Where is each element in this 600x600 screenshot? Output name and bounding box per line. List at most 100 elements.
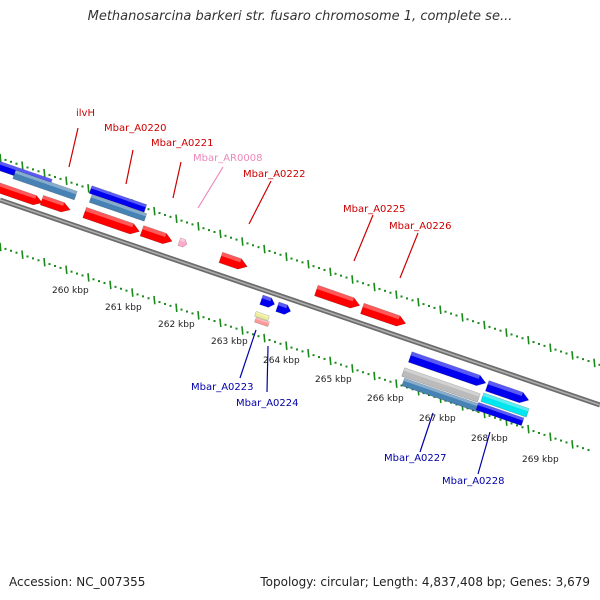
upper-tick-row-minor-tick — [466, 318, 469, 321]
feature-label-mbar-a0226[interactable]: Mbar_A0226 — [389, 221, 452, 232]
accession-text: Accession: NC_007355 — [9, 575, 146, 589]
mbar-a0220-strand-box[interactable] — [88, 194, 148, 222]
lower-tick-row-minor-tick — [10, 249, 12, 252]
lower-tick-row-minor-tick — [334, 361, 337, 364]
upper-tick-row-minor-tick — [257, 246, 260, 249]
upper-tick-row-minor-tick — [598, 363, 600, 366]
upper-tick-row-minor-tick — [384, 289, 386, 292]
lower-tick-row-minor-tick — [147, 297, 150, 300]
lower-tick-row-minor-tick — [400, 384, 403, 387]
upper-tick-row-major-tick — [153, 206, 156, 216]
feature-label-mbar-a0222[interactable]: Mbar_A0222 — [243, 169, 306, 180]
mbar-a0228-box[interactable] — [480, 392, 530, 418]
lower-tick-row-minor-tick — [257, 335, 260, 338]
upper-tick-row-minor-tick — [433, 306, 436, 309]
lower-tick-row-minor-tick — [274, 340, 276, 343]
upper-tick-row-major-tick — [197, 222, 200, 231]
mbar-a0224b-box[interactable] — [254, 316, 270, 328]
mbar-a0227-strand-box[interactable] — [401, 377, 481, 413]
upper-tick-row-minor-tick — [450, 312, 452, 315]
lower-tick-row-minor-tick — [384, 378, 386, 381]
leader-line — [477, 431, 491, 475]
upper-tick-row-minor-tick — [279, 253, 282, 256]
feature-label-mbar-a0227[interactable]: Mbar_A0227 — [384, 453, 447, 464]
upper-tick-row-minor-tick — [516, 335, 518, 338]
lower-tick-row-minor-tick — [37, 259, 40, 262]
upper-tick-row-minor-tick — [76, 183, 78, 186]
upper-tick-row-minor-tick — [488, 325, 491, 328]
mbar-a0221-box[interactable] — [82, 206, 141, 236]
feature-label-mbar-a0221[interactable]: Mbar_A0221 — [151, 138, 214, 149]
mbar-a0228-strand-box[interactable] — [475, 402, 525, 426]
lower-tick-row-minor-tick — [576, 445, 579, 448]
lower-tick-row-minor-tick — [32, 257, 34, 260]
upper-tick-row-major-tick — [87, 184, 90, 193]
upper-tick-row-minor-tick — [560, 350, 562, 353]
upper-tick-row-minor-tick — [26, 166, 29, 169]
cds-red-box[interactable] — [39, 194, 72, 214]
mbar-ar0008-box[interactable] — [177, 237, 188, 248]
lower-tick-row-minor-tick — [252, 333, 254, 336]
feature-label-mbar-a0228[interactable]: Mbar_A0228 — [442, 476, 505, 487]
lower-tick-row-major-tick — [175, 303, 178, 312]
lower-tick-row-minor-tick — [312, 354, 315, 357]
lower-tick-row-minor-tick — [378, 376, 381, 379]
upper-tick-row-minor-tick — [538, 342, 540, 345]
mbar-a0225-box[interactable] — [314, 284, 361, 310]
lower-tick-row-major-tick — [43, 257, 46, 267]
feature-label-mbar-ar0008[interactable]: Mbar_AR0008 — [193, 153, 262, 164]
mbar-a0223-box[interactable] — [259, 294, 276, 309]
leader-line — [266, 345, 269, 393]
lower-tick-row-minor-tick — [340, 363, 342, 366]
feature-label-mbar-a0224[interactable]: Mbar_A0224 — [236, 398, 299, 409]
lower-tick-row-minor-tick — [26, 255, 29, 258]
upper-tick-row-minor-tick — [499, 329, 502, 332]
mbar-a0227b-box[interactable] — [485, 380, 530, 406]
mbar-a0224-box[interactable] — [254, 310, 270, 322]
leader-line — [68, 127, 79, 168]
leader-line — [239, 329, 257, 379]
upper-tick-row-minor-tick — [455, 314, 458, 317]
upper-tick-row-minor-tick — [202, 227, 205, 230]
lower-tick-row-major-tick — [571, 440, 574, 449]
lower-tick-row-minor-tick — [356, 369, 359, 372]
upper-tick-row-minor-tick — [340, 274, 342, 277]
upper-tick-row-minor-tick — [510, 333, 513, 336]
ilvh-strand-box[interactable] — [12, 169, 78, 201]
mbar-a0223b-box[interactable] — [275, 301, 292, 316]
mbar-a0227-grey-box[interactable] — [401, 367, 481, 403]
lower-tick-row-minor-tick — [230, 325, 232, 328]
feature-label-mbar-a0220[interactable]: Mbar_A0220 — [104, 123, 167, 134]
mbar-a0220-box[interactable] — [88, 185, 148, 213]
feature-label-ilvh[interactable]: ilvH — [76, 108, 95, 119]
feature-label-mbar-a0225[interactable]: Mbar_A0225 — [343, 204, 406, 215]
upper-tick-row-major-tick — [461, 313, 464, 322]
mbar-a0226-box[interactable] — [360, 302, 407, 328]
upper-tick-row-major-tick — [241, 237, 244, 246]
scale-label: 263 kbp — [211, 337, 248, 347]
leader-line — [399, 232, 419, 279]
lower-tick-row-minor-tick — [136, 293, 139, 296]
upper-tick-row-minor-tick — [191, 223, 194, 226]
upper-tick-row-minor-tick — [318, 267, 320, 270]
lower-tick-row-minor-tick — [48, 263, 51, 266]
scale-label: 266 kbp — [367, 394, 404, 404]
lower-tick-row-minor-tick — [202, 316, 205, 319]
feature-label-mbar-a0223[interactable]: Mbar_A0223 — [191, 382, 254, 393]
upper-tick-row-minor-tick — [472, 320, 474, 323]
lower-tick-row-major-tick — [263, 333, 266, 343]
upper-tick-row-minor-tick — [224, 234, 227, 237]
mbar-a0221b-box[interactable] — [139, 225, 174, 247]
lower-tick-row-minor-tick — [318, 356, 320, 359]
lower-tick-row-minor-tick — [362, 371, 364, 374]
lower-tick-row-minor-tick — [208, 318, 210, 321]
backbone-highlight — [0, 199, 600, 406]
cds-red-box[interactable] — [0, 178, 44, 207]
upper-tick-row-major-tick — [43, 168, 46, 178]
upper-tick-row-minor-tick — [246, 242, 249, 245]
upper-tick-row-minor-tick — [213, 231, 216, 234]
mbar-a0222-box[interactable] — [218, 251, 249, 272]
lower-tick-row-minor-tick — [158, 301, 161, 304]
mbar-a0227-box[interactable] — [408, 351, 487, 388]
